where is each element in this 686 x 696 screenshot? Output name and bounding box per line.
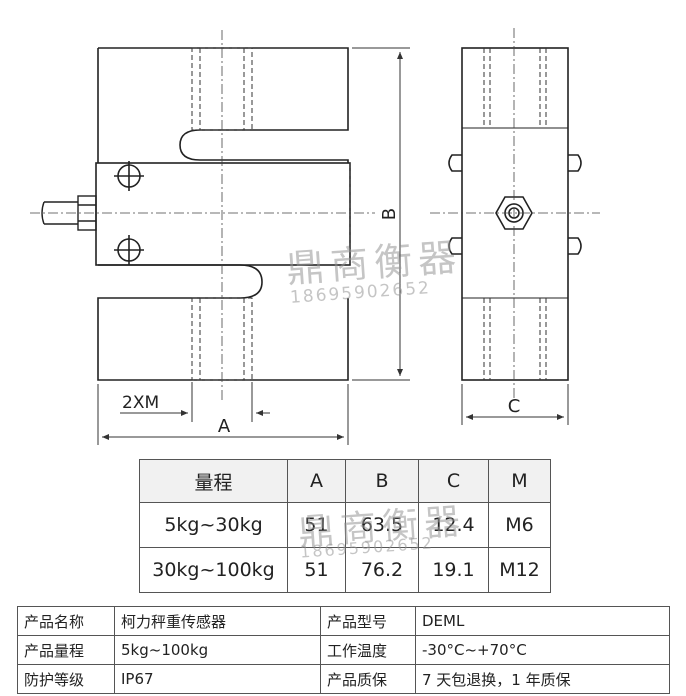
spec-value: 柯力秤重传感器 [114, 606, 321, 636]
spec-value: -30°C~+70°C [415, 635, 670, 665]
table-cell: 76.2 [345, 547, 419, 593]
table-cell: 30kg~100kg [139, 547, 288, 593]
spec-label: 工作温度 [320, 635, 416, 665]
spec-label: 产品型号 [320, 606, 416, 636]
spec-value: 5kg~100kg [114, 635, 321, 665]
header-cell: C [418, 459, 489, 503]
table-row: 产品名称 柯力秤重传感器 产品型号 DEML [17, 606, 670, 636]
table-row: 产品量程 5kg~100kg 工作温度 -30°C~+70°C [17, 635, 670, 665]
spec-label: 产品名称 [17, 606, 115, 636]
front-view [95, 47, 351, 381]
header-cell: 量程 [139, 459, 288, 503]
table-row: 防护等级 IP67 产品质保 7 天包退换，1 年质保 [17, 664, 670, 694]
header-cell: M [488, 459, 551, 503]
screw-icon [114, 161, 144, 191]
spec-table: 产品名称 柯力秤重传感器 产品型号 DEML 产品量程 5kg~100kg 工作… [17, 606, 670, 694]
cable [41, 195, 97, 231]
screw-icon [114, 235, 144, 265]
spec-label: 产品质保 [320, 664, 416, 694]
table-cell: 12.4 [418, 502, 489, 548]
spec-value: 7 天包退换，1 年质保 [415, 664, 670, 694]
load-cell-drawing: B 2XM A [30, 28, 600, 445]
table-header-row: 量程 A B C M [139, 459, 551, 503]
dim-b-label: B [379, 208, 400, 220]
spec-value: IP67 [114, 664, 321, 694]
header-cell: B [345, 459, 419, 503]
dim-a-label: A [218, 416, 231, 437]
table-cell: M6 [488, 502, 551, 548]
table-cell: 51 [287, 502, 346, 548]
side-view [448, 47, 582, 381]
header-cell: A [287, 459, 346, 503]
table-row: 30kg~100kg 51 76.2 19.1 M12 [139, 547, 551, 593]
table-cell: M12 [488, 547, 551, 593]
table-cell: 5kg~30kg [139, 502, 288, 548]
table-row: 5kg~30kg 51 63.5 12.4 M6 [139, 502, 551, 548]
dim-thread-label: 2XM [122, 393, 159, 413]
spec-label: 产品量程 [17, 635, 115, 665]
dim-c-label: C [508, 396, 521, 417]
spec-value: DEML [415, 606, 670, 636]
spec-label: 防护等级 [17, 664, 115, 694]
table-cell: 63.5 [345, 502, 419, 548]
table-cell: 19.1 [418, 547, 489, 593]
dimensions-table: 量程 A B C M 5kg~30kg 51 63.5 12.4 M6 30kg… [139, 459, 551, 593]
